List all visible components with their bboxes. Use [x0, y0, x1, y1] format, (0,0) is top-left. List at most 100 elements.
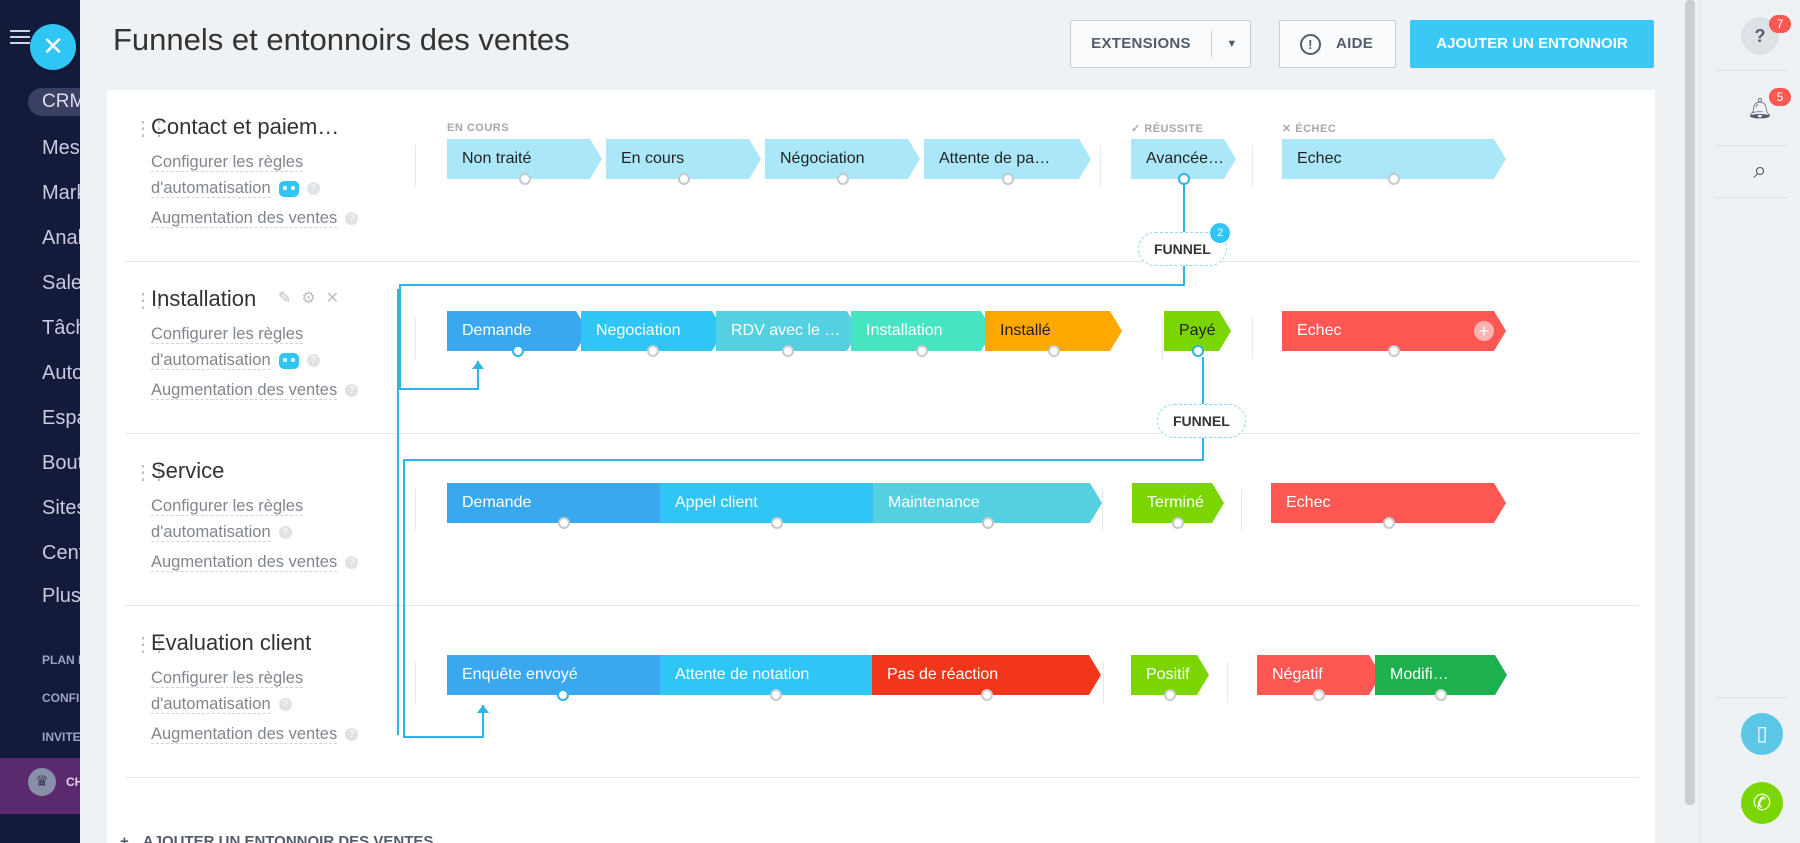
- stage-connector-dot[interactable]: [1435, 689, 1447, 701]
- stage-connector-dot[interactable]: [1001, 173, 1014, 185]
- stage-connector-dot[interactable]: [981, 517, 994, 529]
- help-hint-icon[interactable]: ?: [345, 728, 359, 742]
- funnel-name: Evaluation client: [151, 630, 312, 655]
- automation-link[interactable]: d'automatisation?: [151, 695, 292, 714]
- mobile-app-icon[interactable]: ▯: [1741, 713, 1783, 755]
- bell-icon[interactable]: 🔔︎: [1747, 98, 1773, 120]
- close-slider-button[interactable]: ✕: [30, 24, 76, 70]
- robot-icon: [278, 352, 299, 369]
- toolbar-divider: [1714, 145, 1788, 146]
- group-separator: [1241, 489, 1242, 531]
- stage-chip[interactable]: Modifi…: [1375, 655, 1507, 695]
- stage-chip[interactable]: Echec: [1271, 483, 1506, 523]
- help-label: AIDE: [1336, 35, 1374, 52]
- stage-connector-dot[interactable]: [1177, 173, 1190, 185]
- group-header-failure: ✕ ÉCHEC: [1282, 122, 1336, 135]
- upsell-link[interactable]: Augmentation des ventes?: [151, 209, 359, 228]
- stage-connector-dot[interactable]: [916, 345, 928, 357]
- info-icon: !: [1300, 34, 1321, 55]
- extensions-button[interactable]: EXTENSIONS ▼: [1070, 20, 1251, 68]
- add-funnel-button[interactable]: AJOUTER UN ENTONNOIR: [1410, 20, 1654, 68]
- help-hint-icon[interactable]: ?: [278, 698, 292, 712]
- stage-chip[interactable]: Echec: [1282, 139, 1506, 179]
- help-hint-icon[interactable]: ?: [345, 556, 359, 570]
- stage-chip[interactable]: Avancée…: [1131, 139, 1236, 179]
- automation-link[interactable]: d'automatisation?: [151, 351, 320, 370]
- stage-connector-dot[interactable]: [1388, 173, 1400, 185]
- stage-connector-dot[interactable]: [1164, 689, 1176, 701]
- gear-icon[interactable]: ⚙: [301, 290, 316, 307]
- stage-chip[interactable]: Négatif: [1257, 655, 1381, 695]
- search-icon[interactable]: ⌕: [1753, 157, 1767, 184]
- group-mark-icon: ✕: [1282, 123, 1296, 135]
- stage-connector-dot[interactable]: [511, 345, 524, 357]
- stage-connector-dot[interactable]: [556, 689, 569, 701]
- stage-connector-dot[interactable]: [1191, 345, 1204, 357]
- stage-connector-dot[interactable]: [1172, 517, 1184, 529]
- drag-handle-icon[interactable]: ⋮⋮: [133, 290, 169, 312]
- stage-connector-dot[interactable]: [980, 689, 993, 701]
- help-hint-icon[interactable]: ?: [345, 384, 359, 398]
- add-sales-funnel-link[interactable]: +AJOUTER UN ENTONNOIR DES VENTES: [120, 833, 433, 843]
- group-separator: [415, 661, 416, 703]
- stage-connector-dot[interactable]: [646, 345, 659, 357]
- stage-chip[interactable]: Attente de pa…: [924, 139, 1091, 179]
- stage-connector-dot[interactable]: [1388, 345, 1400, 357]
- stage-connector-dot[interactable]: [781, 345, 794, 357]
- funnel-name: Contact et paiem…: [151, 114, 340, 139]
- funnel-actions: ✎ ⚙ ✕: [278, 288, 349, 308]
- stage-connector-dot[interactable]: [836, 173, 849, 185]
- group-separator: [1100, 145, 1101, 187]
- plus-icon: +: [120, 833, 129, 843]
- bg-menu-item: Mark: [42, 182, 80, 204]
- phone-icon[interactable]: ✆: [1741, 782, 1783, 824]
- automation-link[interactable]: d'automatisation?: [151, 179, 320, 198]
- automation-label: d'automatisation: [151, 351, 271, 370]
- help-hint-icon[interactable]: ?: [306, 182, 320, 196]
- configure-rules-label: Configurer les règles: [151, 153, 304, 172]
- stage-connector-dot[interactable]: [518, 173, 531, 185]
- help-button[interactable]: ! AIDE: [1279, 20, 1396, 68]
- stage-connector-dot[interactable]: [677, 173, 690, 185]
- help-hint-icon[interactable]: ?: [278, 526, 292, 540]
- automation-link[interactable]: d'automatisation?: [151, 523, 292, 542]
- upsell-link[interactable]: Augmentation des ventes?: [151, 725, 359, 744]
- configure-rules-label: Configurer les règles: [151, 325, 304, 344]
- chevron-down-icon[interactable]: ▼: [1226, 38, 1238, 50]
- page-title: Funnels et entonnoirs des ventes: [113, 22, 570, 57]
- automation-label: d'automatisation: [151, 695, 271, 714]
- upsell-link[interactable]: Augmentation des ventes?: [151, 553, 359, 572]
- scrollbar[interactable]: [1685, 0, 1695, 805]
- stage-connector-dot[interactable]: [557, 517, 570, 529]
- stage-chip[interactable]: Echec: [1282, 311, 1506, 351]
- funnel-link-badge[interactable]: FUNNEL: [1157, 404, 1246, 438]
- stage-chip[interactable]: Non traité: [447, 139, 602, 179]
- group-separator: [415, 145, 416, 187]
- group-separator: [1162, 317, 1163, 359]
- configure-rules-link[interactable]: Configurer les règles: [151, 497, 304, 516]
- configure-rules-link[interactable]: Configurer les règles: [151, 325, 304, 344]
- notification-badge: 5: [1769, 88, 1791, 106]
- configure-rules-link[interactable]: Configurer les règles: [151, 669, 304, 688]
- edit-icon[interactable]: ✎: [278, 290, 292, 307]
- stage-chip[interactable]: Négociation: [765, 139, 920, 179]
- drag-handle-icon[interactable]: ⋮⋮: [133, 118, 169, 140]
- upsell-label: Augmentation des ventes: [151, 725, 338, 744]
- add-stage-icon[interactable]: +: [1474, 321, 1494, 341]
- stage-connector-dot[interactable]: [770, 517, 783, 529]
- funnel-name: Service: [151, 458, 225, 483]
- help-hint-icon[interactable]: ?: [306, 354, 320, 368]
- stage-connector-dot[interactable]: [1047, 345, 1060, 357]
- stage-chip[interactable]: En cours: [606, 139, 761, 179]
- stage-connector-dot[interactable]: [1313, 689, 1325, 701]
- help-hint-icon[interactable]: ?: [345, 212, 359, 226]
- upsell-link[interactable]: Augmentation des ventes?: [151, 381, 359, 400]
- group-header-success: ✓ RÉUSSITE: [1131, 122, 1203, 135]
- configure-rules-link[interactable]: Configurer les règles: [151, 153, 304, 172]
- drag-handle-icon[interactable]: ⋮⋮: [133, 462, 169, 484]
- stage-connector-dot[interactable]: [770, 689, 782, 701]
- delete-icon[interactable]: ✕: [325, 290, 340, 307]
- drag-handle-icon[interactable]: ⋮⋮: [133, 634, 169, 656]
- stage-connector-dot[interactable]: [1382, 517, 1395, 529]
